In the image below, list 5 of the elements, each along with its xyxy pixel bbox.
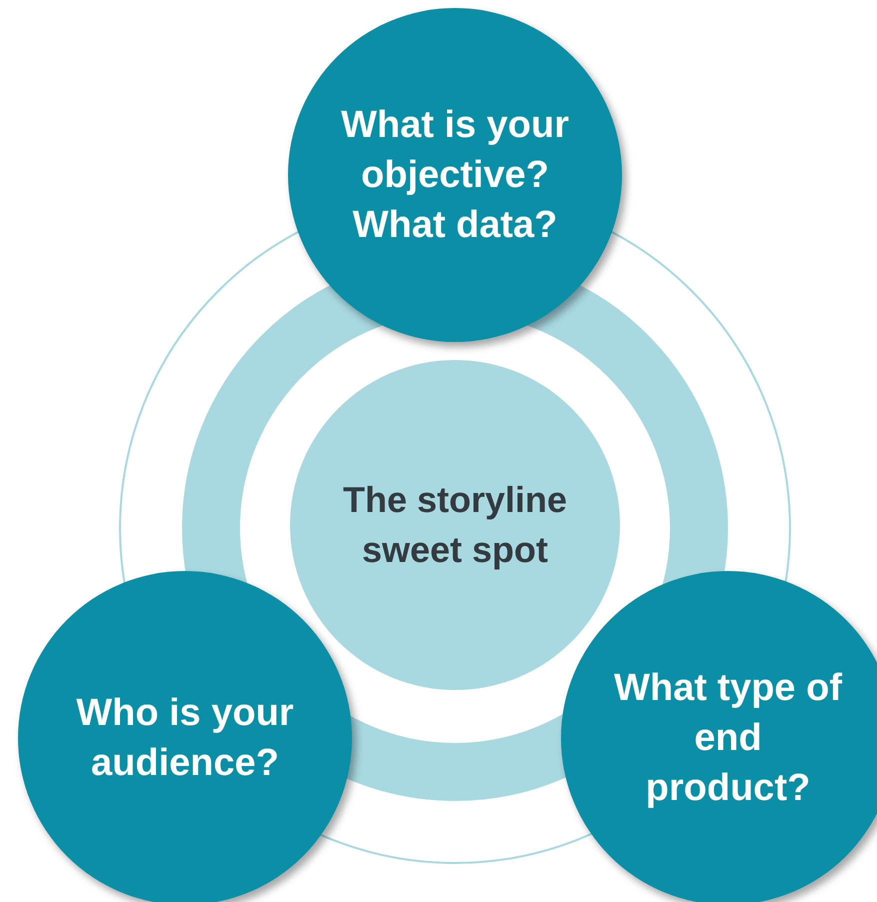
question-text: Who is your audience? — [75, 691, 295, 786]
question-text: What is your objective? — [340, 103, 570, 198]
question-text: What data? — [352, 203, 558, 248]
center-text: The storyline sweet spot — [342, 478, 568, 572]
question-text: What type of end product? — [613, 666, 843, 811]
